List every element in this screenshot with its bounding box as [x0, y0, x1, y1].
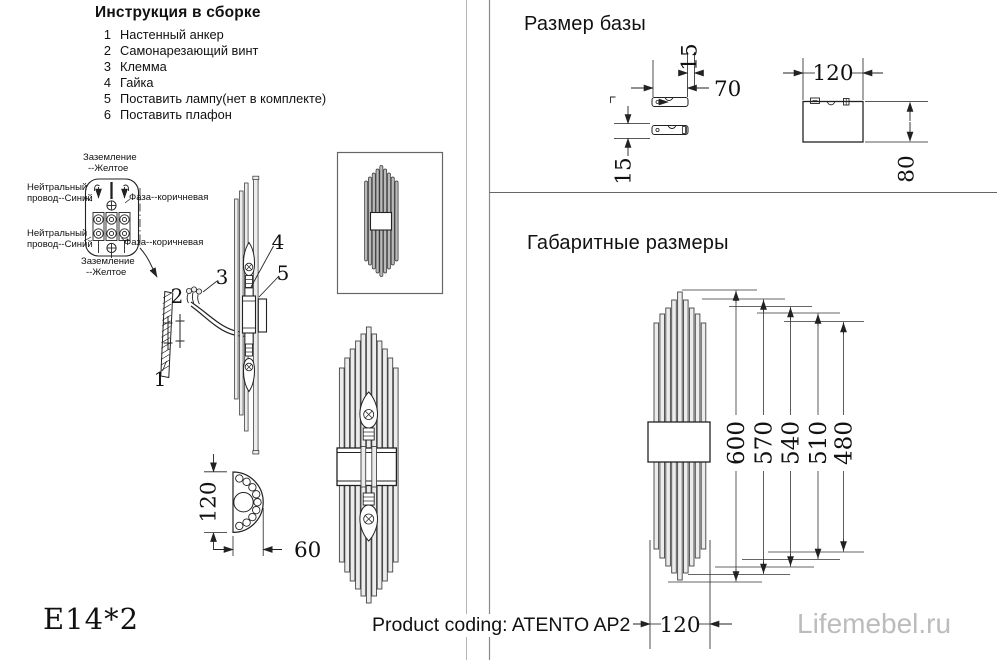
bracket-offset-dim: 15 [678, 43, 703, 70]
step-number: 2 [103, 43, 111, 59]
height-dim-570: 570 [752, 421, 778, 465]
wire-label-line: Заземление [83, 152, 137, 163]
wire-label-ground-top: Заземление --Желтое [83, 152, 137, 174]
height-dim-540: 540 [779, 421, 805, 465]
callout-1: 1 [154, 367, 167, 391]
step-label: Гайка [120, 75, 154, 91]
side-view-lamp [234, 175, 280, 455]
wire-label-line: Заземление [81, 256, 135, 267]
plan-view [204, 454, 282, 556]
assembly-step: 2 Самонарезающий винт [100, 43, 326, 59]
base-size-drawing [610, 52, 928, 156]
overall-dims-title: Габаритные размеры [527, 232, 729, 254]
height-dim-480: 480 [832, 421, 858, 465]
dividers [466, 0, 997, 660]
wire-label-line: провод--Синий [27, 193, 93, 205]
thumbnail-box [336, 151, 444, 295]
callout-5: 5 [277, 261, 290, 285]
plan-depth-dim: 60 [294, 538, 321, 563]
step-label: Клемма [120, 59, 167, 75]
step-label: Поставить лампу(нет в комплекте) [120, 91, 327, 106]
wire-label-phase-top: Фаза--коричневая [129, 191, 209, 203]
callout-4: 4 [272, 230, 285, 254]
base-size-title: Размер базы [524, 13, 646, 35]
thumbnail-lamp [364, 165, 399, 277]
wire-label-line: Нейтральный [27, 182, 88, 193]
wire-label-ground-bottom: Заземление --Желтое [81, 256, 135, 278]
callout-2: 2 [171, 284, 184, 308]
step-label: Настенный анкер [120, 27, 224, 43]
assembly-step: 3 Клемма [100, 59, 326, 75]
step-label: Поставить плафон [120, 106, 232, 122]
wire-label-line: Нейтральный [27, 228, 88, 239]
wiring-diagram [83, 178, 158, 278]
wire-label-neutral-bottom: Нейтральный провод--Синий [27, 228, 93, 250]
plate-width-dim: 120 [812, 61, 853, 86]
step-number: 3 [103, 59, 111, 75]
assembly-step: 1 Настенный анкер [100, 27, 326, 43]
socket-code: E14*2 [43, 602, 140, 636]
front-view-lamp [336, 326, 399, 604]
height-dim-510: 510 [806, 421, 832, 465]
wire-label-line: провод--Синий [27, 239, 93, 251]
step-number: 5 [103, 91, 111, 106]
wire-label-line: --Желтое [88, 163, 129, 175]
overall-dims-drawing [628, 289, 864, 649]
assembly-step: 4 Гайка [100, 75, 326, 91]
assembly-title: Инструкция в сборке [95, 4, 261, 21]
bracket-height-dim: 15 [612, 157, 637, 184]
assembly-step: 5 Поставить лампу(нет в комплекте) [100, 91, 326, 107]
step-label: Самонарезающий винт [120, 43, 259, 59]
product-coding: Product coding: ATENTO AP2 [369, 614, 634, 637]
bracket-length-dim: 70 [714, 77, 741, 102]
plan-height-dim: 120 [197, 481, 222, 522]
height-dim-600: 600 [724, 421, 750, 465]
wire-label-phase-bottom: Фаза--коричневая [124, 236, 204, 248]
step-number: 4 [103, 75, 111, 91]
overall-width-dim: 120 [659, 613, 700, 638]
assembly-step: 6 Поставить плафон [100, 106, 326, 122]
step-number: 6 [103, 106, 111, 122]
wire-label-neutral-top: Нейтральный провод--Синий [27, 182, 93, 204]
watermark: Lifemebel.ru [797, 608, 952, 639]
step-number: 1 [103, 27, 111, 43]
assembly-steps: 1 Настенный анкер 2 Самонарезающий винт … [100, 27, 326, 122]
wire-label-line: --Желтое [86, 267, 127, 279]
screws [163, 314, 185, 350]
callout-3: 3 [216, 265, 229, 289]
plate-height-dim: 80 [895, 155, 920, 182]
